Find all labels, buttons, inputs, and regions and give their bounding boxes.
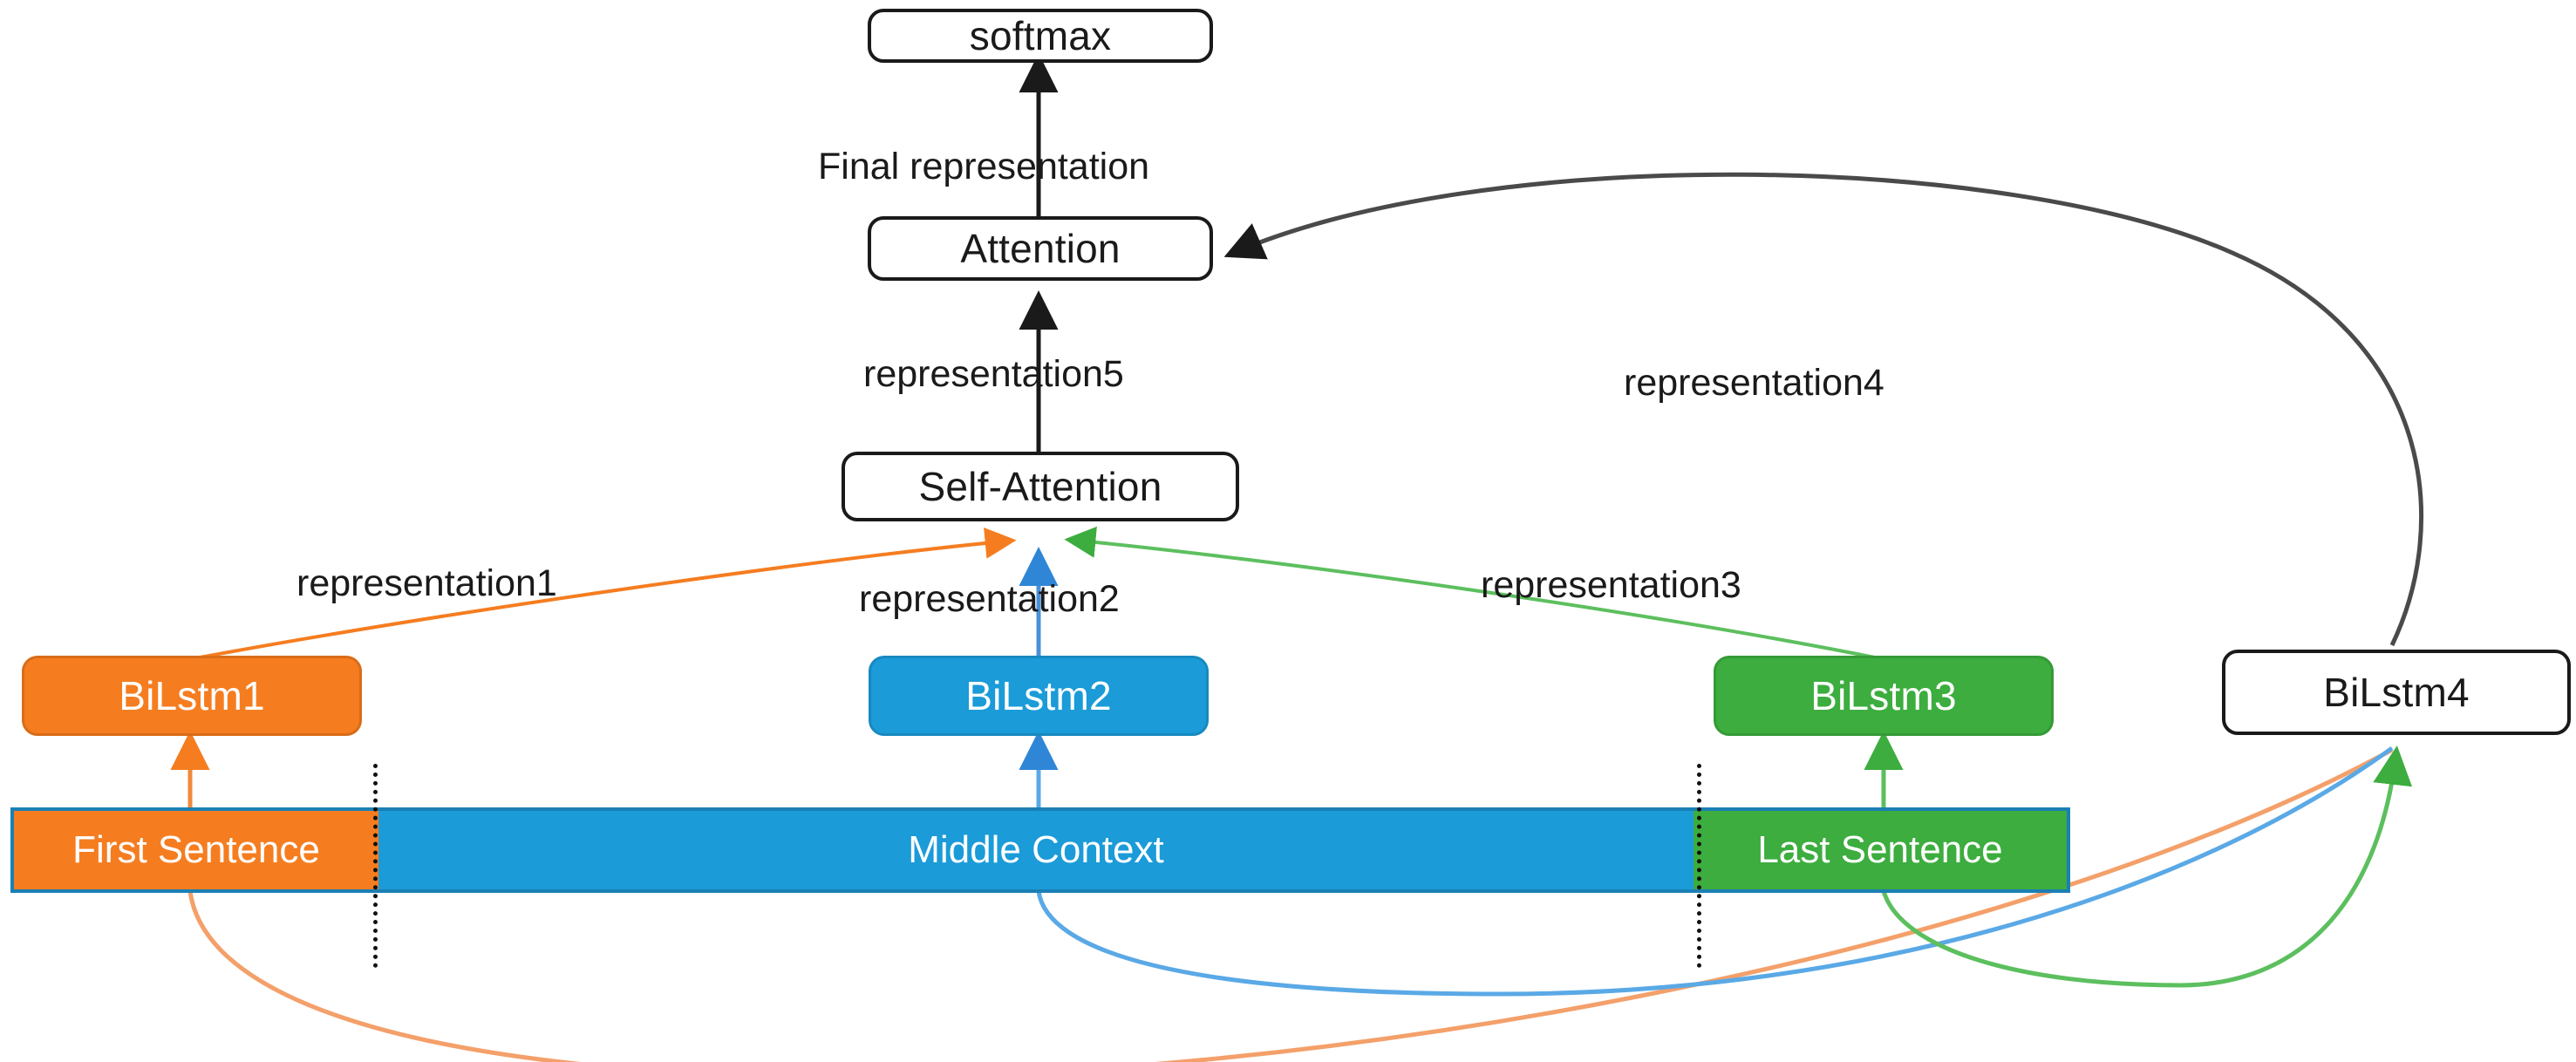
node-attention[interactable]: Attention — [868, 216, 1213, 281]
boundary-divider-last — [1697, 764, 1701, 968]
context-bar: First Sentence Middle Context Last Sente… — [10, 807, 2070, 893]
edge-label-representation1: representation1 — [296, 562, 557, 604]
node-bilstm1[interactable]: BiLstm1 — [22, 656, 362, 736]
context-last-sentence-label: Last Sentence — [1757, 828, 2003, 871]
node-self-attention[interactable]: Self-Attention — [842, 452, 1239, 521]
edge-label-final-representation: Final representation — [818, 146, 1150, 187]
edge-bilstm3-to-selfattention — [1064, 526, 1884, 661]
edge-bilstm4-to-attention — [1223, 172, 2424, 647]
node-bilstm1-label: BiLstm1 — [119, 673, 265, 718]
boundary-divider-first — [373, 764, 378, 968]
node-self-attention-label: Self-Attention — [918, 464, 1162, 509]
node-bilstm4-label: BiLstm4 — [2323, 670, 2470, 715]
node-bilstm3[interactable]: BiLstm3 — [1714, 656, 2054, 736]
context-first-sentence-label: First Sentence — [72, 828, 320, 871]
node-attention-label: Attention — [960, 226, 1121, 271]
context-middle-context-label: Middle Context — [908, 828, 1164, 871]
node-bilstm2[interactable]: BiLstm2 — [869, 656, 1209, 736]
edge-firstsentence-to-bilstm4 — [187, 747, 2394, 1062]
edge-label-representation3: representation3 — [1481, 564, 1741, 606]
edge-label-representation5: representation5 — [863, 353, 1124, 395]
node-bilstm2-label: BiLstm2 — [965, 673, 1112, 718]
node-softmax[interactable]: softmax — [868, 9, 1213, 63]
node-softmax-label: softmax — [969, 13, 1112, 58]
node-bilstm4[interactable]: BiLstm4 — [2222, 650, 2571, 735]
edge-label-representation2: representation2 — [859, 578, 1120, 620]
context-segment-last-sentence[interactable]: Last Sentence — [1693, 811, 2067, 889]
context-segment-middle-context[interactable]: Middle Context — [378, 811, 1693, 889]
node-bilstm3-label: BiLstm3 — [1810, 673, 1957, 718]
context-segment-first-sentence[interactable]: First Sentence — [14, 811, 378, 889]
edge-label-representation4: representation4 — [1624, 362, 1884, 404]
